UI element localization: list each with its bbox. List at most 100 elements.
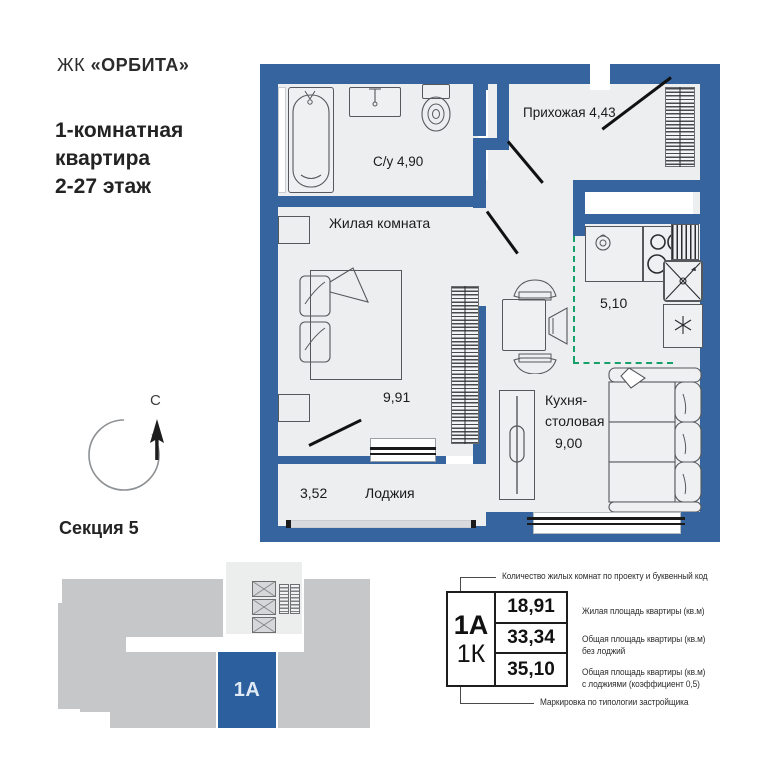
- kitchen-window-leaf-icon: [527, 517, 685, 520]
- living-balcony-door-icon: [370, 438, 436, 462]
- legend-values: 18,91 33,34 35,10: [496, 593, 566, 685]
- wall-kitchen-top2: [573, 180, 585, 236]
- sofa-icon: [608, 367, 702, 512]
- zone-divider-vertical: [573, 236, 575, 362]
- elevator-icon: [252, 581, 276, 597]
- legend-desc-living-line1: Жилая площадь квартиры (кв.м): [582, 606, 705, 616]
- kitchen-window-icon: [585, 192, 693, 214]
- stairs-icon: [279, 584, 289, 614]
- wall-kitchen-top: [573, 180, 700, 192]
- legend-desc-total-line2: без лоджий: [582, 645, 626, 656]
- legend-desc-total-line1: Общая площадь квартиры (кв.м): [582, 634, 706, 644]
- legend-code-cell: 1А 1К: [448, 593, 496, 685]
- kitchen-window-leaf-icon: [527, 523, 685, 525]
- label-loggia-area: 3,52: [300, 485, 328, 501]
- legend-leader-top-vertical: [460, 577, 461, 593]
- legend-leader-bottom-horizontal: [460, 703, 534, 704]
- legend-desc-total-loggia-line2: с лоджиями (коэффициент 0,5): [582, 678, 700, 689]
- plan-outer-wall: [698, 64, 720, 542]
- elevator-icon: [252, 617, 276, 633]
- oven-cross-icon: [665, 262, 701, 300]
- floor-plan: С/у 4,90 Прихожая 4,43 Жилая комната 9,9…: [255, 20, 755, 542]
- brand-prefix: ЖК: [57, 55, 86, 75]
- loggia-window-icon: [286, 520, 476, 528]
- title-line-floors: 2-27 этаж: [55, 174, 152, 198]
- legend-leader-top-horizontal: [460, 577, 496, 578]
- minimap-block: [278, 652, 362, 728]
- kitchen-counter-icon: [585, 226, 643, 282]
- legend-leader-bottom-vertical: [460, 687, 461, 703]
- loggia-window-mullion-icon: [471, 520, 476, 528]
- wall-bathroom-right: [473, 84, 486, 136]
- minimap-block: [304, 579, 354, 655]
- bathroom-riser: [278, 87, 286, 193]
- kitchen-radiator-icon: [509, 396, 525, 494]
- hall-radiator-pipe-icon: [679, 87, 681, 167]
- compass: С: [62, 392, 192, 502]
- zone-divider-horizontal: [573, 362, 673, 364]
- wall-living-right: [473, 142, 486, 208]
- label-kitchen-area: 9,00: [555, 435, 583, 451]
- section-label: Секция 5: [59, 518, 139, 538]
- label-dining-area: 5,10: [600, 295, 628, 311]
- label-living-name: Жилая комната: [329, 215, 431, 231]
- fridge-snowflake-icon: [674, 316, 692, 334]
- elevator-icon: [252, 599, 276, 615]
- minimap-block: [354, 579, 370, 728]
- legend-desc-total-loggia-line1: Общая площадь квартиры (кв.м): [582, 667, 706, 677]
- kitchen-hood-icon: [671, 224, 699, 260]
- stairs-icon: [290, 584, 300, 614]
- balcony-door-leaf-icon: [370, 453, 436, 455]
- label-loggia-name: Лоджия: [365, 485, 415, 501]
- label-kitchen-line2: столовая: [545, 413, 605, 429]
- compass-north-arrow-icon: [88, 419, 164, 491]
- sink-faucet-icon: [369, 88, 381, 107]
- legend-value-total-loggia: 35,10: [507, 658, 555, 680]
- minimap-block: [80, 654, 110, 712]
- title-line-apartment: квартира: [55, 146, 151, 170]
- loggia-window-mullion-icon: [286, 520, 291, 528]
- label-kitchen-line1: Кухня-: [545, 392, 588, 408]
- compass-north-label: С: [150, 392, 161, 409]
- living-nightstand-icon: [278, 394, 310, 422]
- legend-callout-bottom: Маркировка по типологии застройщика: [540, 697, 689, 707]
- minimap-highlighted-unit[interactable]: 1А: [218, 652, 276, 728]
- dining-chairs-icon: [513, 279, 568, 374]
- toilet-bowl-icon: [421, 96, 451, 132]
- legend-desc-living: Жилая площадь квартиры (кв.м): [582, 606, 705, 618]
- legend-value-living: 18,91: [496, 593, 566, 624]
- wall-bathroom-right3: [497, 84, 509, 150]
- brand-name: «ОРБИТА»: [90, 55, 190, 75]
- label-hall: Прихожая 4,43: [523, 105, 616, 120]
- label-living-area: 9,91: [383, 389, 411, 405]
- balcony-door-leaf-icon: [370, 447, 436, 450]
- legend-code-k: 1К: [456, 639, 486, 668]
- minimap-unit-code: 1А: [233, 678, 261, 701]
- room-hall: [488, 84, 700, 192]
- legend-desc-total: Общая площадь квартиры (кв.м) без лоджий: [582, 634, 705, 657]
- bed-pillows-icon: [299, 267, 369, 363]
- legend-code-a: 1А: [453, 609, 489, 640]
- room-living: [278, 206, 478, 456]
- living-niche-icon: [278, 216, 310, 244]
- page-title: 1-комнатная квартира 2-27 этаж: [55, 117, 255, 201]
- wall-kitchen-counter-top: [573, 214, 700, 224]
- legend-callout-top: Количество жилых комнат по проекту и бук…: [502, 571, 708, 581]
- living-radiator-pipe-icon: [464, 286, 466, 444]
- legend-desc-total-loggia: Общая площадь квартиры (кв.м) с лоджиями…: [582, 667, 705, 690]
- building-minimap: 1А: [58, 558, 418, 730]
- legend-grid: 1А 1К 18,91 33,34 35,10: [446, 591, 568, 687]
- title-line-rooms: 1-комнатная: [55, 119, 184, 142]
- complex-brand: ЖК «ОРБИТА»: [57, 55, 189, 76]
- bathtub-icon: [288, 87, 334, 193]
- legend-table: Количество жилых комнат по проекту и бук…: [446, 566, 776, 728]
- legend-value-total: 33,34: [496, 624, 566, 655]
- minimap-block: [129, 652, 216, 728]
- label-bathroom: С/у 4,90: [373, 154, 424, 169]
- toilet-icon: [422, 84, 450, 99]
- minimap-block: [63, 579, 223, 637]
- entry-door-gap: [590, 64, 610, 90]
- wall-loggia-left: [260, 456, 278, 542]
- bathtub-inner-icon: [292, 90, 330, 188]
